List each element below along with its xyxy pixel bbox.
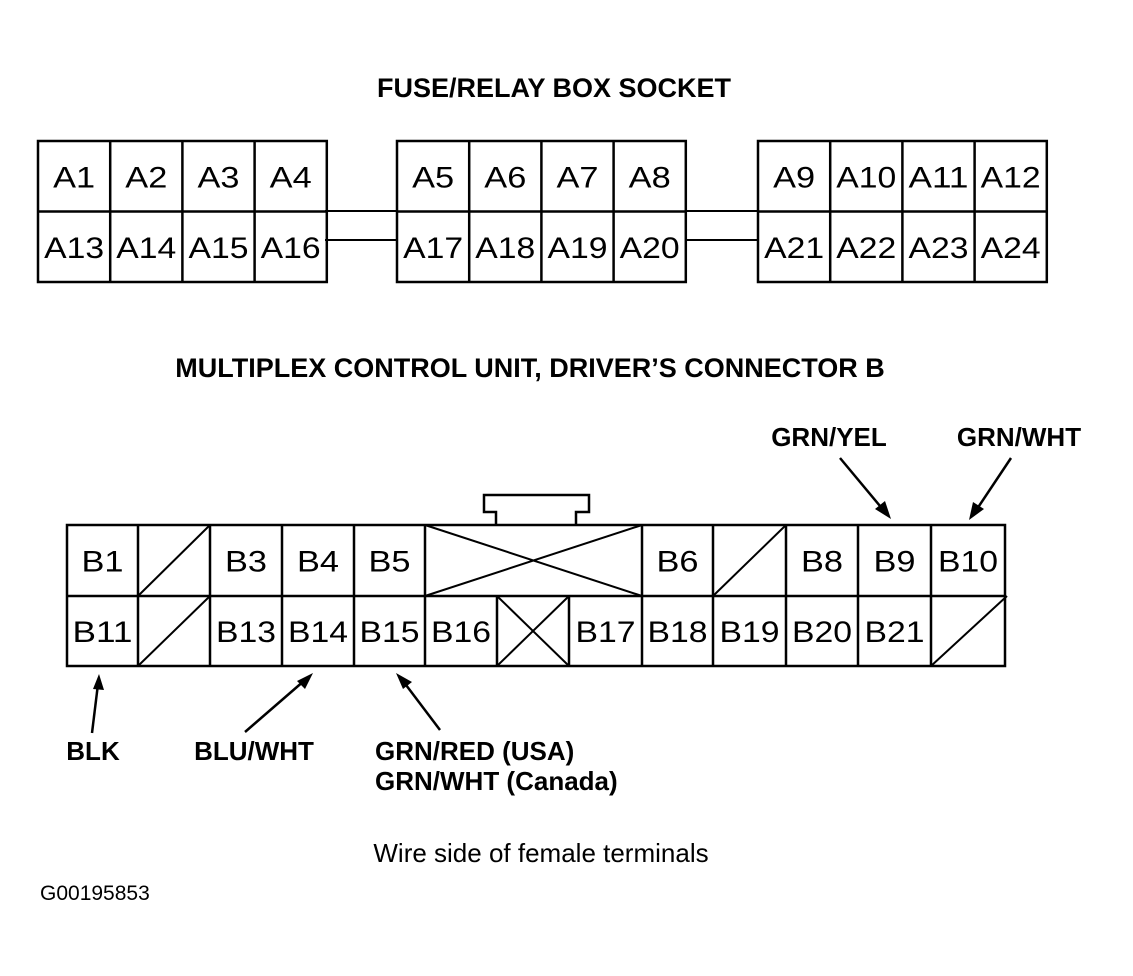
fuse-terminal-label: A17	[403, 232, 463, 265]
fuse-terminal-label: A10	[836, 161, 896, 194]
arrow-b11-head	[93, 674, 104, 690]
connector-b-title: MULTIPLEX CONTROL UNIT, DRIVER’S CONNECT…	[175, 353, 885, 383]
terminal-b19: B19	[720, 616, 780, 649]
fuse-terminal-label: A21	[764, 232, 824, 265]
fuse-terminal-label: A23	[909, 232, 969, 265]
wire-label-b15-usa: GRN/RED (USA)	[375, 736, 574, 766]
connector-lock-tab	[482, 493, 591, 525]
fuse-box-title: FUSE/RELAY BOX SOCKET	[377, 73, 732, 103]
fuse-terminal-label: A14	[116, 232, 176, 265]
terminal-b16: B16	[431, 616, 491, 649]
arrow-b10	[973, 457, 1013, 513]
fuse-terminal-label: A13	[44, 232, 104, 265]
wire-label-b10: GRN/WHT	[957, 422, 1081, 452]
fuse-terminal-label: A19	[548, 232, 608, 265]
diagram-caption: Wire side of female terminals	[373, 838, 708, 868]
fuse-terminal-label: A6	[484, 161, 526, 194]
fuse-terminal-label: A8	[629, 161, 671, 194]
terminal-b20: B20	[792, 616, 852, 649]
terminal-b8: B8	[801, 546, 843, 579]
fuse-terminal-label: A5	[412, 161, 454, 194]
fuse-terminal-label: A15	[189, 232, 249, 265]
arrow-b14	[244, 679, 306, 733]
wire-label-b14: BLU/WHT	[194, 736, 314, 766]
figure-code: G00195853	[40, 882, 150, 905]
terminal-b6: B6	[657, 546, 699, 579]
wire-label-b15-canada: GRN/WHT (Canada)	[375, 766, 618, 796]
fuse-terminal-label: A22	[836, 232, 896, 265]
terminal-b9: B9	[874, 546, 916, 579]
fuse-terminal-label: A18	[475, 232, 535, 265]
wire-label-b11: BLK	[66, 736, 120, 766]
fuse-terminal-label: A1	[53, 161, 95, 194]
fuse-terminal-label: A20	[620, 232, 680, 265]
terminal-b3: B3	[225, 546, 267, 579]
empty-terminal-slash	[930, 595, 1008, 667]
fuse-terminal-label: A2	[125, 161, 167, 194]
terminal-b17: B17	[576, 616, 636, 649]
terminal-b13: B13	[216, 616, 276, 649]
connector-b-top-row: B1 B3 B4 B5 B6 B8 B9 B10	[82, 524, 998, 597]
arrow-b15	[402, 680, 441, 731]
terminal-b21: B21	[865, 616, 925, 649]
arrow-b11	[90, 683, 100, 734]
fuse-terminal-label: A7	[557, 161, 599, 194]
terminal-b10: B10	[938, 546, 998, 579]
fuse-terminal-label: A11	[909, 161, 969, 194]
terminal-b4: B4	[297, 546, 339, 579]
wire-label-b9: GRN/YEL	[771, 422, 887, 452]
blocked-terminal-cross	[424, 524, 643, 597]
terminal-b14: B14	[288, 616, 348, 649]
terminal-b11: B11	[73, 616, 133, 649]
empty-terminal-slash	[712, 524, 787, 597]
fuse-terminal-label: A12	[981, 161, 1041, 194]
terminal-b5: B5	[369, 546, 411, 579]
arrow-b14-head	[297, 673, 313, 689]
fuse-terminal-label: A4	[270, 161, 312, 194]
fuse-terminal-label: A16	[261, 232, 321, 265]
terminal-b15: B15	[360, 616, 420, 649]
fuse-terminal-label: A3	[198, 161, 240, 194]
connector-b-bottom-row: B11 B13 B14 B15 B16 B17 B18 B19 B20 B21	[73, 595, 1008, 667]
empty-terminal-slash	[137, 595, 211, 667]
arrow-b10-head	[969, 502, 984, 520]
arrow-b9	[839, 457, 886, 513]
terminal-b1: B1	[82, 546, 124, 579]
terminal-b18: B18	[648, 616, 708, 649]
arrow-b9-head	[875, 501, 891, 519]
fuse-terminal-label: A24	[981, 232, 1041, 265]
fuse-terminal-label: A9	[773, 161, 815, 194]
empty-terminal-slash	[137, 524, 211, 597]
arrow-b15-head	[396, 673, 412, 689]
blocked-terminal-cross	[496, 595, 570, 667]
